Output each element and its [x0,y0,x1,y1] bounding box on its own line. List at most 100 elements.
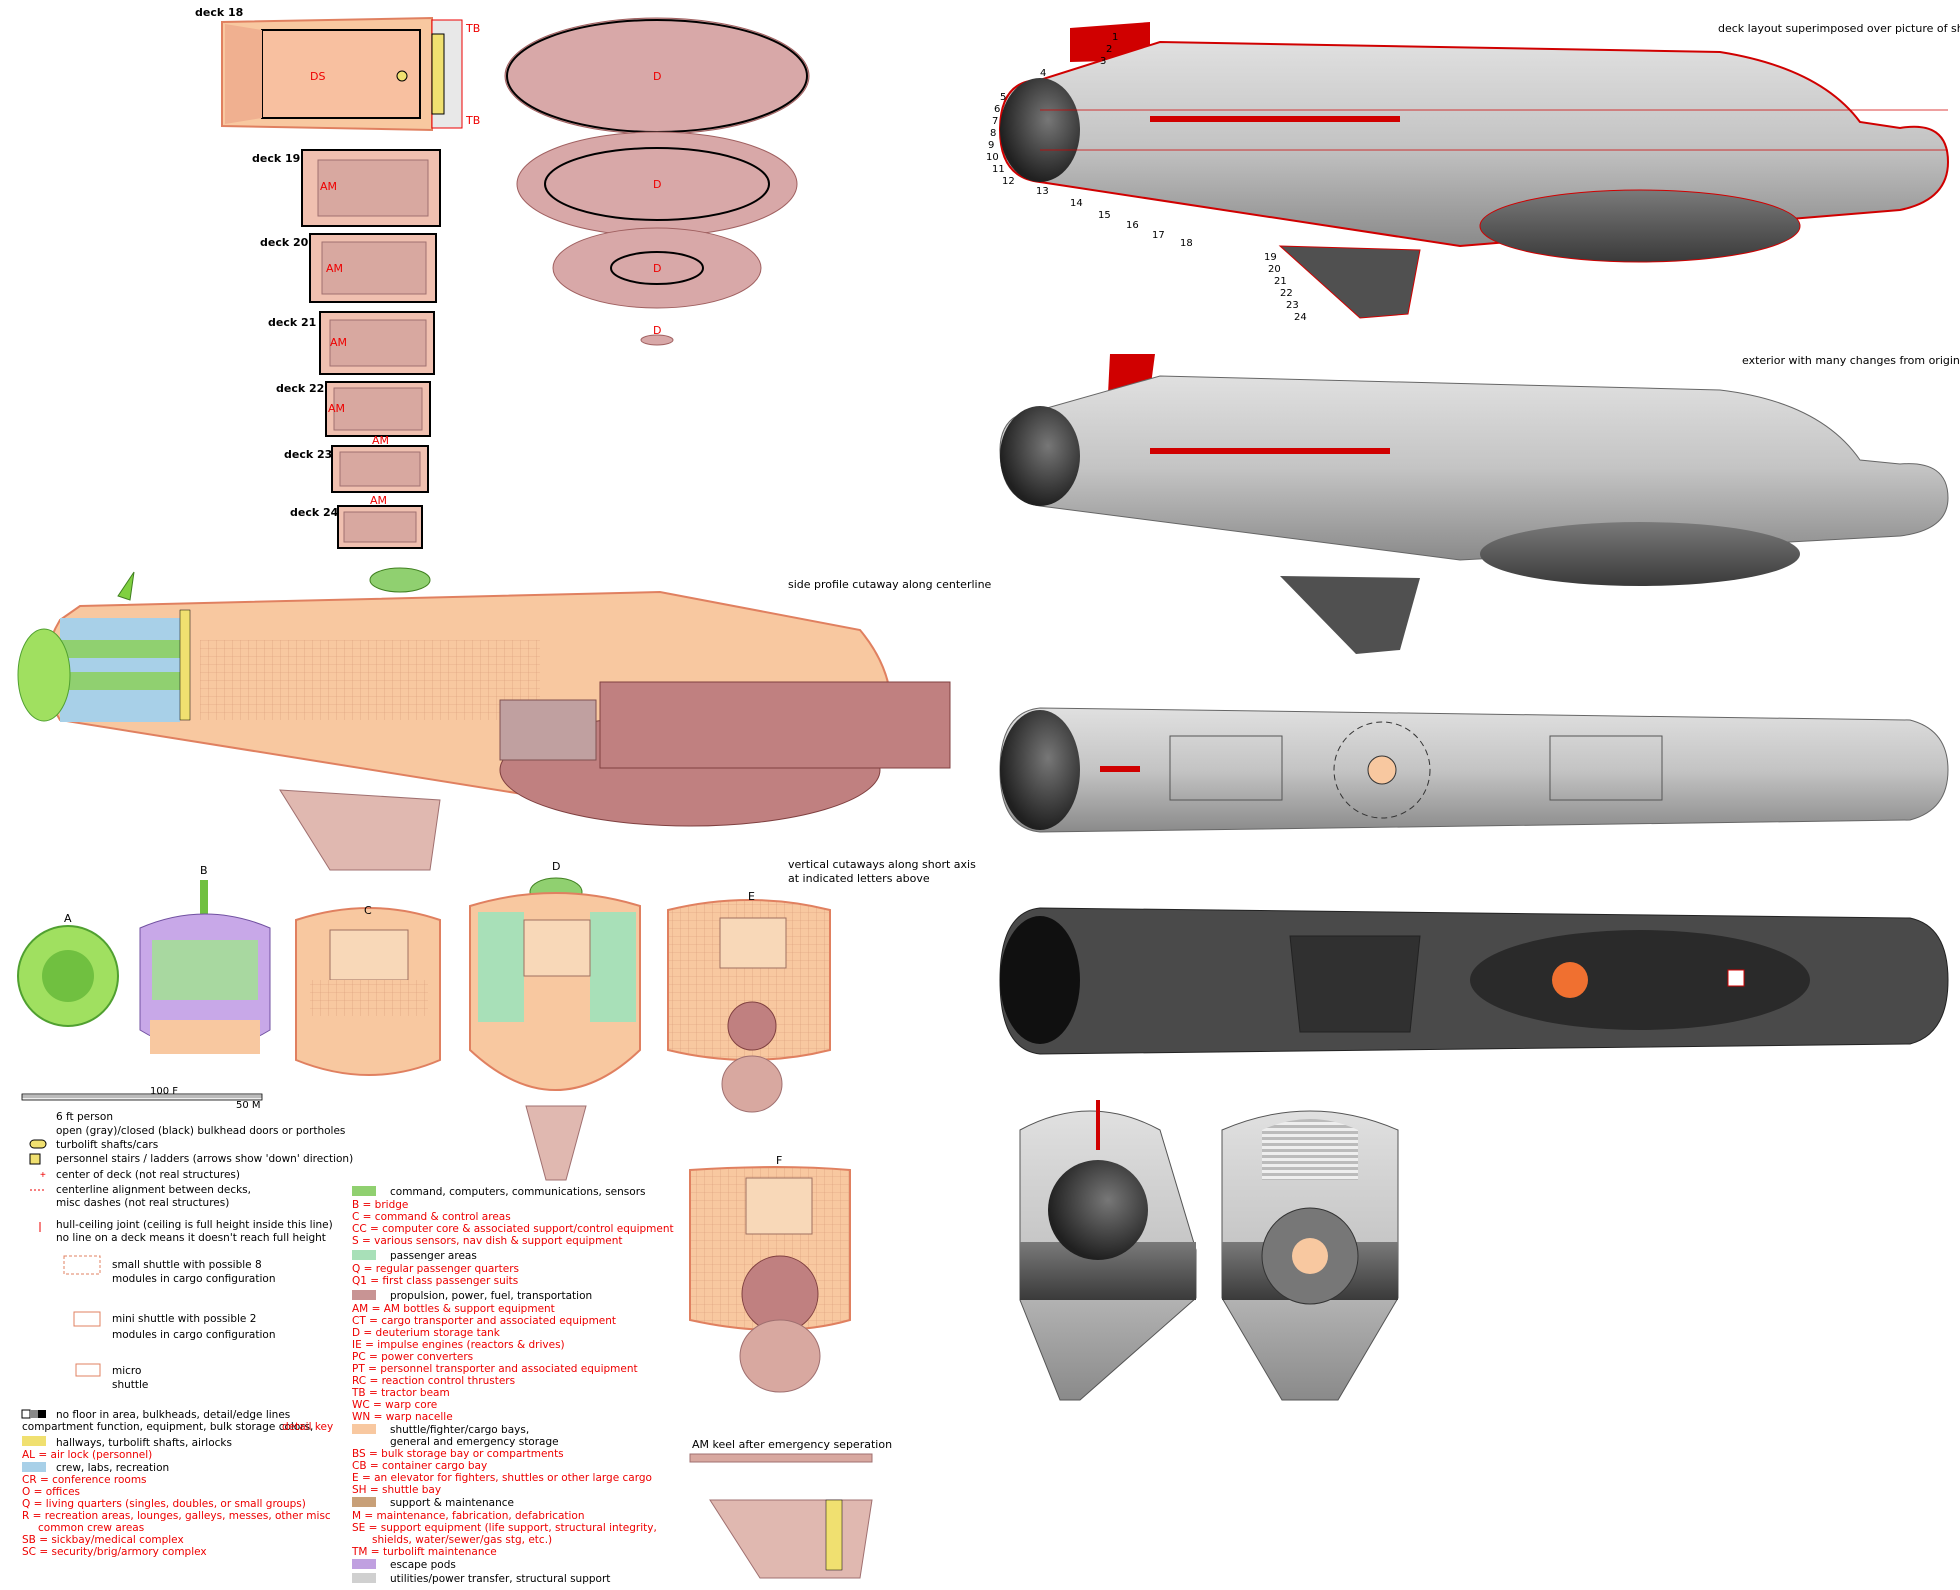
tank-label-4: D [653,324,661,337]
legend-item: center of deck (not real structures) [56,1169,240,1181]
legend-item: shuttle/fighter/cargo bays, [390,1424,529,1436]
legend-item: CT = cargo transporter and associated eq… [352,1315,616,1327]
legend-item: shields, water/sewer/gas stg, etc.) [372,1534,552,1546]
cutaway-e: E [667,890,831,1113]
cutaway-d: D [469,860,641,1181]
legend-item: turbolift shafts/cars [56,1139,158,1151]
deck-24-label: deck 24 [290,506,339,519]
legend-item: PC = power converters [352,1351,473,1363]
legend-item: TM = turbolift maintenance [351,1546,497,1558]
legend-item: RC = reaction control thrusters [352,1375,515,1387]
deck-number: 9 [988,140,994,151]
cutaway-f: F [689,1154,851,1393]
legend-item: escape pods [390,1559,456,1571]
deck-number: 23 [1286,300,1299,311]
deck-number: 19 [1264,252,1277,263]
deck-24-plan: deck 24 AM [290,494,423,549]
deck-22-label: deck 22 [276,382,324,395]
legend-item: propulsion, power, fuel, transportation [390,1290,592,1302]
cutaway-a: A [17,912,119,1027]
legend-item: WC = warp core [352,1399,437,1411]
deuterium-tank-sections: D D D D [504,17,810,346]
legend-item: command, computers, communications, sens… [390,1186,645,1198]
legend-bottom-left: no floor in area, bulkheads, detail/edge… [21,1409,333,1558]
deck-23-label: deck 23 [284,448,332,461]
deck-24-code: AM [370,494,387,507]
side-profile-cutaway: side profile cutaway along centerline [17,567,992,871]
legend-item: CB = container cargo bay [352,1460,487,1472]
deck-number: 15 [1098,210,1111,221]
deck-18-code: DS [310,70,325,83]
ship-view-rear [1221,1110,1399,1401]
tank-label-2: D [653,178,661,191]
ship-view-bottom [999,907,1949,1055]
legend-left: 6 ft person open (gray)/closed (black) b… [29,1111,353,1391]
deck-number: 12 [1002,176,1015,187]
deck-20-label: deck 20 [260,236,309,249]
legend-item: crew, labs, recreation [56,1462,169,1474]
deck-number: 17 [1152,230,1165,241]
legend-item: C = command & control areas [352,1211,511,1223]
deck-number: 8 [990,128,996,139]
cutaway-c: C [295,904,441,1076]
ship-view-exterior-side: exterior with many changes from original [999,354,1960,654]
deck-23-code: AM [372,434,389,447]
legend-item: Q = living quarters (singles, doubles, o… [22,1498,306,1510]
legend-item: passenger areas [390,1250,477,1262]
deck-number: 11 [992,164,1005,175]
deck-number: 24 [1294,312,1307,323]
legend-item: utilities/power transfer, structural sup… [390,1573,610,1585]
superimposed-title: deck layout superimposed over picture of… [1718,22,1960,35]
deck-number: 16 [1126,220,1139,231]
deck-21-label: deck 21 [268,316,316,329]
cutaway-a-letter: A [64,912,72,925]
scale-bar: 100 F 50 M [21,1086,263,1111]
legend-item: personnel stairs / ladders (arrows show … [56,1153,353,1165]
legend-item: modules in cargo configuration [112,1329,275,1341]
legend-item: R = recreation areas, lounges, galleys, … [22,1510,331,1522]
deck-number: 6 [994,104,1000,115]
legend-item: Q1 = first class passenger suits [352,1275,518,1287]
deck-number-scale: 1 2 3 4 5 6 7 8 9 10 11 12 13 14 15 16 1… [986,32,1307,323]
vertical-title-1: vertical cutaways along short axis [788,858,976,871]
exterior-title: exterior with many changes from original [1742,354,1960,367]
legend-item: misc dashes (not real structures) [56,1197,229,1209]
legend-item: S = various sensors, nav dish & support … [352,1235,623,1247]
legend-item: no floor in area, bulkheads, detail/edge… [56,1409,290,1421]
deck-18-tb-bottom: TB [465,114,480,127]
legend-item: detail key [282,1421,333,1433]
deck-18-plan: deck 18 DS TB TB [195,6,480,132]
legend-item: hallways, turbolift shafts, airlocks [56,1437,232,1449]
am-keel-diagram: AM keel after emergency seperation [689,1438,892,1579]
legend-item: SH = shuttle bay [352,1484,441,1496]
legend-item: D = deuterium storage tank [352,1327,501,1339]
deck-23-plan: deck 23 AM [284,434,429,493]
svg-text:+: + [40,1170,46,1181]
legend-item: BS = bulk storage bay or compartments [352,1448,564,1460]
legend-item: E = an elevator for fighters, shuttles o… [352,1472,652,1484]
scale-m: 50 M [236,1100,261,1111]
deck-number: 21 [1274,276,1287,287]
legend-item: support & maintenance [390,1497,514,1509]
legend-item: O = offices [22,1486,80,1498]
deck-number: 3 [1100,56,1106,67]
cutaway-f-letter: F [776,1154,782,1167]
legend-item: open (gray)/closed (black) bulkhead door… [56,1125,345,1137]
vertical-title-2: at indicated letters above [788,872,930,885]
legend-item: SB = sickbay/medical complex [22,1534,184,1546]
am-keel-title: AM keel after emergency seperation [692,1438,892,1451]
deck-18-tb-top: TB [465,22,480,35]
cutaway-b-letter: B [200,864,208,877]
legend-item: AL = air lock (personnel) [22,1449,152,1461]
deck-number: 22 [1280,288,1293,299]
legend-item: WN = warp nacelle [352,1411,453,1423]
legend-item: CR = conference rooms [22,1474,147,1486]
deck-plans: deck 18 DS TB TB deck 19 AM deck 20 AM d… [195,6,810,549]
deck-number: 1 [1112,32,1118,43]
legend-item: TB = tractor beam [351,1387,450,1399]
tank-label-1: D [653,70,661,83]
legend-item: micro [112,1365,141,1377]
deck-19-plan: deck 19 AM [252,149,441,227]
deck-19-label: deck 19 [252,152,300,165]
